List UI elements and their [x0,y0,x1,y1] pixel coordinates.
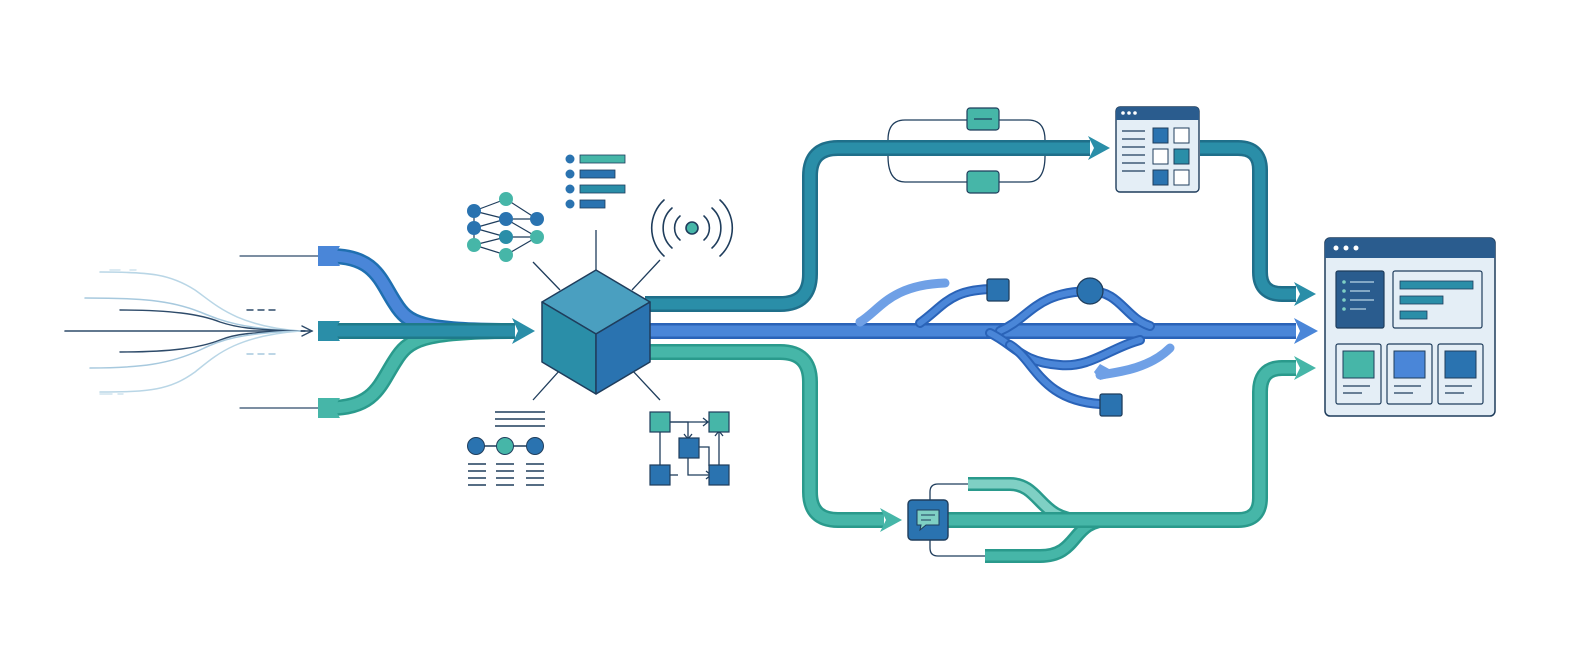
bottom-branch-arrow [880,508,902,532]
timeline-icon [467,411,545,486]
middle-node-circle [1076,277,1104,305]
incoming-data-streams [64,255,319,409]
list-icon [565,154,626,209]
neural-network-icon [467,192,544,262]
cube-icon [541,269,651,395]
chat-bubble-icon [907,499,949,541]
middle-node-square-lower [1099,393,1123,417]
bottom-message-connectors [929,483,985,557]
top-branch-pipe [645,140,1090,312]
top-return-arrow [1294,282,1316,306]
broadcast-signal-icon [650,199,734,257]
middle-node-square-upper [986,278,1010,302]
hub-input-arrow [512,318,535,344]
top-side-loop [887,119,1046,183]
middle-branch-arrow [1294,318,1318,344]
channel-notch-bottom [318,398,340,418]
top-loop-tag-upper [966,107,1000,131]
bottom-split-streams [945,360,1296,563]
dashboard-window-icon-small [1115,106,1200,193]
channel-notch-middle [318,321,340,341]
top-loop-tag-lower [966,170,1000,194]
middle-sub-arrow [1094,364,1120,380]
middle-braided-streams [855,278,1175,409]
hub-connectors [532,230,661,401]
flowchart-icon [649,411,730,486]
channel-notch-top [318,246,340,266]
top-branch-arrow [1088,136,1110,160]
top-return-pipe [1200,140,1296,302]
input-channels [329,248,516,416]
bottom-branch-pipe [645,344,884,528]
bottom-return-arrow [1294,356,1316,380]
dashboard-window-icon-large [1324,237,1496,417]
